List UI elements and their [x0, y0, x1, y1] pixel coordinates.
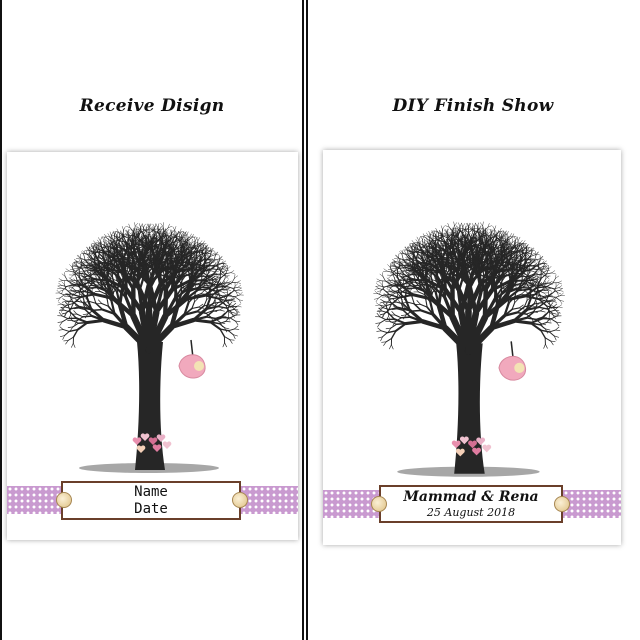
- design-card-blank: Name Date: [7, 152, 298, 540]
- plate-date-text: 25 August 2018: [426, 506, 516, 519]
- panel-divider-line-left: [302, 0, 304, 640]
- heart-cluster-icon: [132, 433, 172, 453]
- right-heading: DIY Finish Show: [392, 96, 554, 116]
- button-icon: [56, 492, 72, 508]
- design-card-finished: Mammad & Rena 25 August 2018: [323, 150, 621, 545]
- plate-names-text: Mammad & Rena: [403, 489, 539, 505]
- button-icon: [232, 492, 248, 508]
- panel-divider-line-right: [306, 0, 308, 640]
- panel-divider-gap: [302, 0, 306, 640]
- baby-stork-bundle-icon: [178, 354, 206, 379]
- button-icon: [554, 496, 570, 512]
- name-plate: Mammad & Rena 25 August 2018: [379, 485, 563, 523]
- baby-stork-bundle-icon: [498, 355, 526, 381]
- button-icon: [371, 496, 387, 512]
- name-plate: Name Date: [61, 481, 241, 520]
- tree-illustration: [373, 221, 565, 477]
- tree-illustration: [55, 222, 244, 473]
- plate-name-text: Name: [134, 484, 168, 500]
- left-heading: Receive Disign: [79, 96, 225, 116]
- plate-date-text: Date: [134, 501, 168, 517]
- heart-cluster-icon: [451, 436, 492, 457]
